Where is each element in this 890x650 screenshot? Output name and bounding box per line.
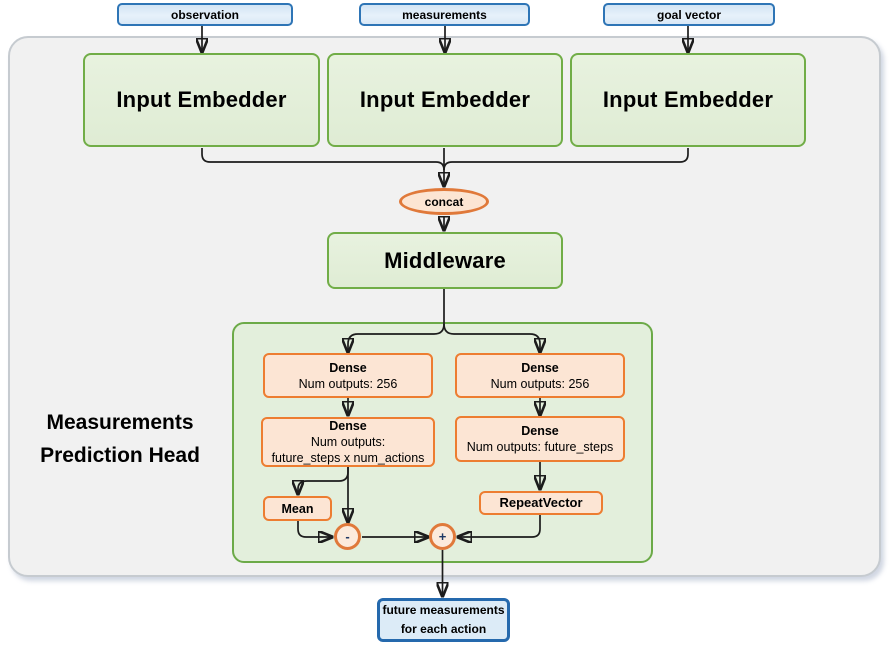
input-label-measurements: measurements (402, 7, 487, 22)
right-dense2-outputs: Num outputs: future_steps (466, 440, 614, 454)
output-label-line2: for each action (400, 622, 487, 636)
input-box-measurements: measurements (359, 3, 530, 26)
left-dense1-outputs: Num outputs: 256 (298, 376, 398, 391)
input-label-observation: observation (170, 7, 239, 22)
minus-operator-label: - (345, 529, 350, 544)
prediction-head-title: Measurements Prediction Head (14, 406, 226, 472)
plus-operator-node: + (429, 523, 456, 550)
right-dense1-outputs: Num outputs: 256 (490, 376, 590, 391)
left-dense2-outputs-line2: future_steps x num_actions (271, 451, 425, 465)
prediction-head-title-line2: Prediction Head (40, 444, 200, 467)
input-box-observation: observation (117, 3, 293, 26)
output-box: future measurements for each action (377, 598, 510, 642)
prediction-head-title-line1: Measurements (46, 411, 194, 434)
input-embedder-box-3: Input Embedder (570, 53, 806, 147)
right-dense1-box: Dense Num outputs: 256 (455, 353, 625, 398)
left-dense1-box: Dense Num outputs: 256 (263, 353, 433, 398)
output-label-line1: future measurements (382, 603, 505, 618)
mean-label: Mean (281, 501, 314, 516)
repeatvector-label: RepeatVector (499, 495, 583, 510)
middleware-box: Middleware (327, 232, 563, 289)
input-embedder-label-1: Input Embedder (116, 87, 287, 112)
plus-operator-label: + (438, 529, 447, 544)
left-dense2-box: Dense Num outputs: future_steps x num_ac… (261, 417, 435, 467)
input-embedder-box-2: Input Embedder (327, 53, 563, 147)
right-dense2-box: Dense Num outputs: future_steps (455, 416, 625, 462)
right-dense2-title: Dense (521, 424, 559, 438)
repeatvector-box: RepeatVector (479, 491, 603, 515)
left-dense1-title: Dense (329, 360, 367, 375)
middleware-label: Middleware (384, 247, 506, 273)
left-dense2-title: Dense (329, 419, 367, 433)
input-label-goal-vector: goal vector (656, 7, 722, 22)
right-dense1-title: Dense (521, 360, 559, 375)
concat-node: concat (399, 188, 489, 215)
minus-operator-node: - (334, 523, 361, 550)
input-box-goal-vector: goal vector (603, 3, 775, 26)
mean-box: Mean (263, 496, 332, 521)
input-embedder-box-1: Input Embedder (83, 53, 320, 147)
input-embedder-label-3: Input Embedder (602, 87, 774, 112)
input-embedder-label-2: Input Embedder (359, 87, 531, 112)
left-dense2-outputs-line1: Num outputs: (310, 435, 386, 449)
concat-label: concat (424, 194, 464, 209)
